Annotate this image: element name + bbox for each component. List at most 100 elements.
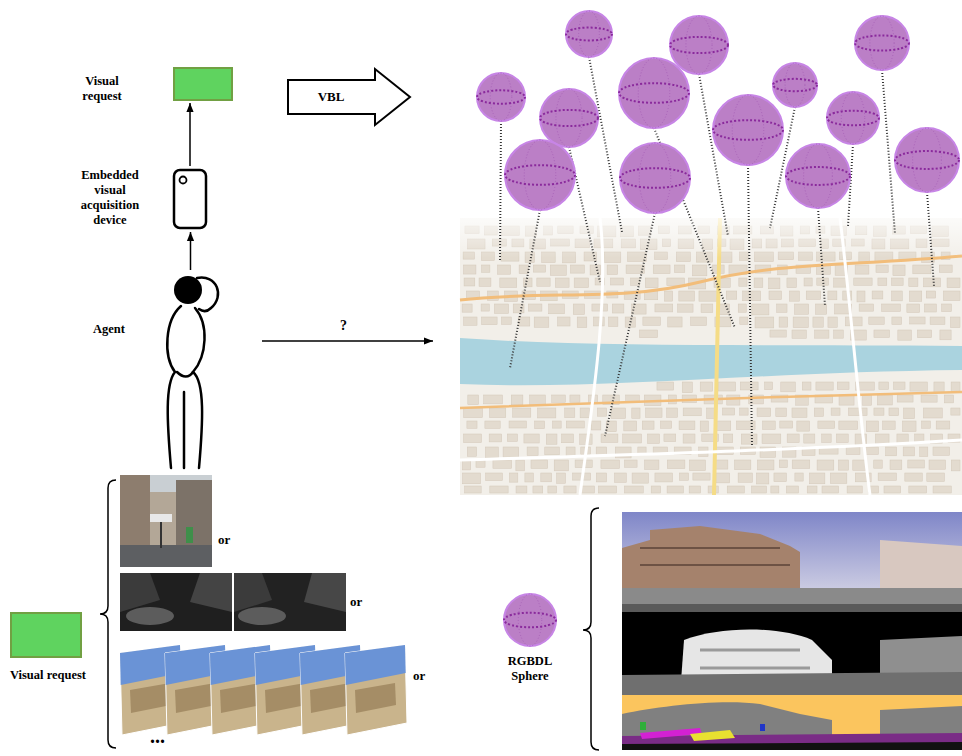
city-block <box>741 434 757 444</box>
city-block <box>530 395 546 405</box>
city-block <box>611 408 626 418</box>
city-block <box>752 486 767 493</box>
city-block <box>814 408 823 416</box>
rgbdl-sphere <box>855 16 909 70</box>
city-block <box>490 408 506 418</box>
city-block <box>674 265 684 273</box>
sphere-body <box>895 128 959 192</box>
sphere-meridian <box>556 89 582 147</box>
city-block <box>509 421 526 428</box>
road <box>840 218 870 495</box>
city-block <box>632 304 646 314</box>
sphere-meridian <box>579 11 600 57</box>
city-block <box>607 265 618 275</box>
road <box>460 256 962 300</box>
city-block <box>846 447 860 455</box>
city-block <box>878 278 887 286</box>
city-block <box>612 304 624 313</box>
rgbdl-sphere <box>786 144 850 208</box>
rgb-panorama <box>622 512 962 612</box>
city-block <box>565 408 575 418</box>
city-block <box>780 421 793 428</box>
city-block <box>876 265 888 272</box>
sphere-pin <box>589 57 622 232</box>
city-block <box>682 382 692 393</box>
sphere-body <box>786 144 850 208</box>
city-block <box>776 408 787 417</box>
city-block <box>942 304 952 312</box>
city-block <box>933 447 950 455</box>
city-block <box>869 317 884 324</box>
city-block <box>552 395 566 402</box>
city-block <box>683 408 701 416</box>
city-block <box>879 382 889 389</box>
city-block <box>484 395 503 404</box>
sphere-pin <box>927 192 934 286</box>
city-block <box>538 408 556 418</box>
city-block <box>947 278 960 288</box>
city-block <box>777 304 787 312</box>
city-block <box>518 317 530 326</box>
city-block <box>531 460 548 468</box>
city-block <box>665 291 673 301</box>
city-block <box>716 473 730 483</box>
city-block <box>727 395 740 405</box>
city-block <box>465 486 482 493</box>
city-block <box>570 265 584 273</box>
city-block <box>792 460 810 468</box>
curly-brace <box>583 508 599 750</box>
city-block <box>903 447 914 456</box>
city-block <box>564 486 576 493</box>
city-block <box>757 460 773 470</box>
city-block <box>822 486 839 493</box>
sphere-body <box>620 143 690 213</box>
city-block <box>555 278 569 287</box>
city-block <box>689 460 705 471</box>
city-block <box>757 408 771 416</box>
city-block <box>527 447 538 456</box>
city-block <box>904 408 915 419</box>
city-block <box>489 434 502 442</box>
city-block <box>910 317 925 324</box>
city-block <box>897 395 913 402</box>
city-block <box>596 447 607 454</box>
city-block <box>570 395 580 402</box>
map-ground <box>460 218 962 495</box>
city-block <box>894 382 905 389</box>
city-block <box>836 434 848 443</box>
city-block <box>498 265 511 274</box>
road <box>460 440 962 460</box>
city-block <box>462 473 480 484</box>
city-block <box>807 486 817 493</box>
city-block <box>678 304 693 312</box>
city-block <box>929 460 946 469</box>
city-block <box>795 304 809 314</box>
sphere-meridian <box>639 143 671 213</box>
sphere-equator <box>477 90 525 103</box>
agent-figure: Agent <box>153 272 228 470</box>
city-block <box>464 317 477 325</box>
sphere-meridian <box>686 16 712 74</box>
city-block <box>892 291 903 301</box>
city-block <box>815 330 829 338</box>
city-block <box>699 291 718 301</box>
connector-arrow <box>190 232 192 270</box>
sphere-meridian <box>785 63 805 107</box>
city-block <box>533 486 543 493</box>
ellipsis: ... <box>150 724 165 748</box>
sphere-pin <box>882 70 895 234</box>
city-block <box>646 408 662 417</box>
city-block <box>667 486 683 493</box>
city-block <box>601 434 618 442</box>
city-block <box>866 421 878 432</box>
city-block <box>951 460 960 471</box>
city-block <box>524 434 539 443</box>
city-block <box>792 408 807 417</box>
city-block <box>581 486 595 493</box>
city-block <box>865 447 878 455</box>
city-block <box>722 408 734 415</box>
node-label: Visual request <box>8 668 88 683</box>
city-block <box>934 382 944 393</box>
city-block <box>632 473 648 483</box>
